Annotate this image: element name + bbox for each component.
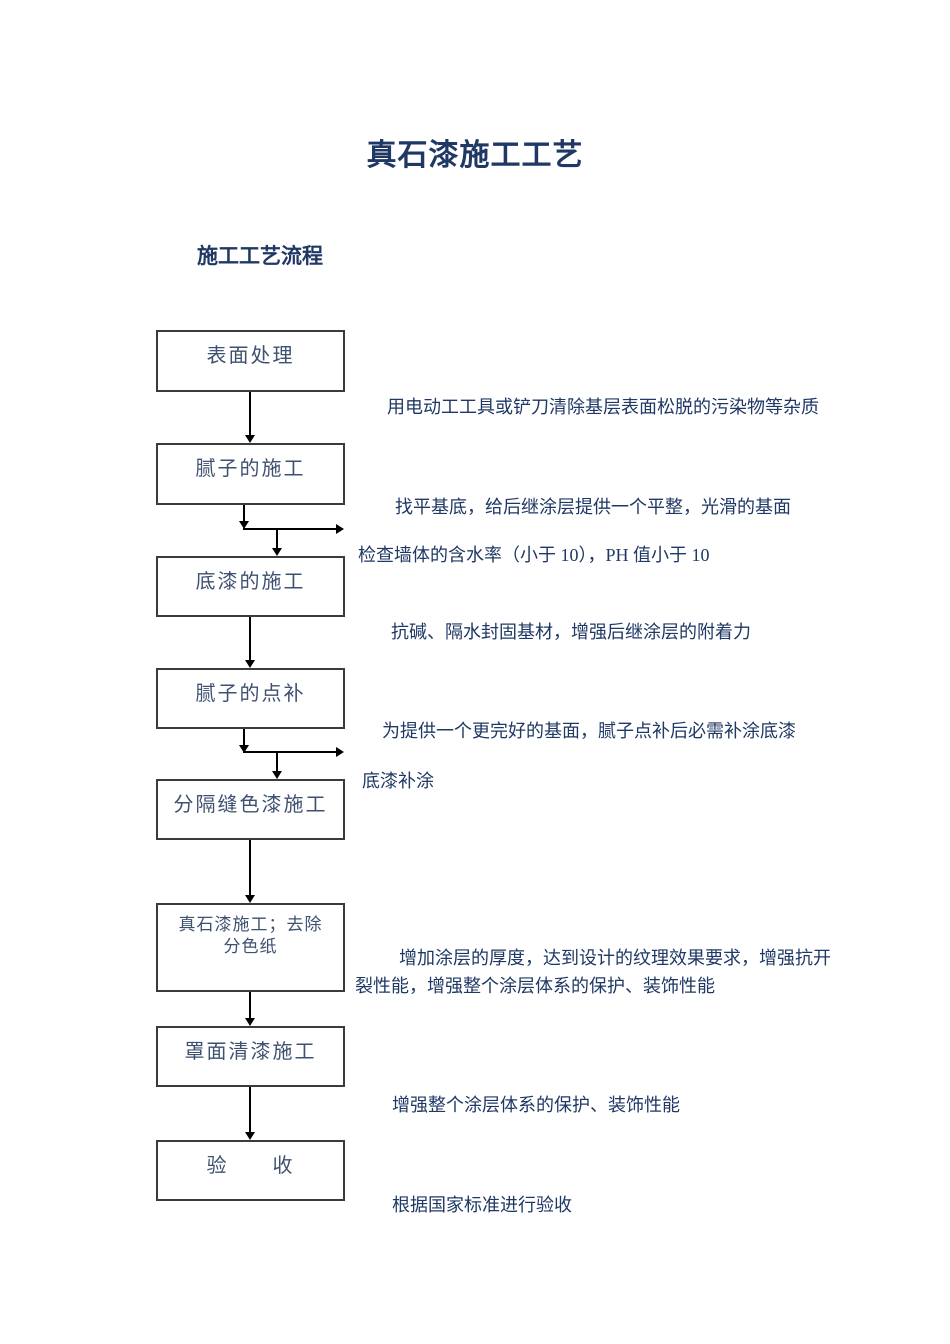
flow-box-label: 腻子的点补 bbox=[195, 683, 306, 705]
annotation-stone-paint: 增加涂层的厚度，达到设计的纹理效果要求，增强抗开裂性能，增强整个涂层体系的保护、… bbox=[355, 948, 831, 996]
arrow-line bbox=[243, 505, 245, 521]
flow-box-label: 验 收 bbox=[206, 1155, 295, 1177]
arrow-line bbox=[243, 528, 336, 530]
arrow-line bbox=[249, 992, 251, 1018]
annotation-putty-touch-up: 为提供一个更完好的基面，腻子点补后必需补涂底漆 bbox=[382, 721, 796, 741]
flow-box-label: 真石漆施工；去除分色纸 bbox=[178, 915, 323, 957]
annotation-moisture-check: 检查墙体的含水率（小于 10），PH 值小于 10 bbox=[358, 545, 710, 565]
flow-box-joint-color-paint: 分隔缝色漆施工 bbox=[156, 779, 345, 840]
annotation-primer-recoat: 底漆补涂 bbox=[362, 771, 434, 791]
arrow-down-icon bbox=[239, 745, 249, 753]
flow-box-clear-topcoat: 罩面清漆施工 bbox=[156, 1026, 345, 1087]
annotation-surface-treatment: 用电动工工具或铲刀清除基层表面松脱的污染物等杂质 bbox=[387, 397, 819, 417]
flow-box-stone-paint-application: 真石漆施工；去除分色纸 bbox=[156, 903, 345, 992]
flow-box-primer-application: 底漆的施工 bbox=[156, 556, 345, 617]
arrow-line bbox=[243, 729, 245, 745]
flow-box-putty-application: 腻子的施工 bbox=[156, 443, 345, 505]
flow-box-putty-touch-up: 腻子的点补 bbox=[156, 668, 345, 729]
arrow-down-icon bbox=[245, 660, 255, 668]
flow-box-label: 腻子的施工 bbox=[195, 458, 306, 480]
arrow-down-icon bbox=[272, 771, 282, 779]
arrow-down-icon bbox=[272, 548, 282, 556]
flow-box-label: 表面处理 bbox=[206, 345, 295, 367]
arrow-down-icon bbox=[245, 435, 255, 443]
arrow-line bbox=[249, 840, 251, 895]
arrow-line bbox=[249, 617, 251, 660]
flow-box-label: 罩面清漆施工 bbox=[184, 1041, 317, 1063]
flow-box-label: 底漆的施工 bbox=[195, 571, 306, 593]
arrow-line bbox=[276, 752, 278, 771]
arrow-right-icon bbox=[336, 747, 344, 757]
annotation-acceptance: 根据国家标准进行验收 bbox=[392, 1195, 572, 1215]
arrow-down-icon bbox=[245, 1018, 255, 1026]
arrow-line bbox=[276, 529, 278, 548]
page-title: 真石漆施工工艺 bbox=[366, 139, 584, 172]
arrow-down-icon bbox=[245, 895, 255, 903]
flow-box-acceptance: 验 收 bbox=[156, 1140, 345, 1201]
annotation-putty-application: 找平基底，给后继涂层提供一个平整，光滑的基面 bbox=[395, 497, 791, 517]
arrow-line bbox=[249, 1087, 251, 1132]
annotation-clear-topcoat: 增强整个涂层体系的保护、装饰性能 bbox=[392, 1095, 680, 1115]
flow-box-surface-treatment: 表面处理 bbox=[156, 330, 345, 392]
flow-box-label: 分隔缝色漆施工 bbox=[173, 794, 328, 816]
arrow-down-icon bbox=[239, 521, 249, 529]
annotation-primer-application: 抗碱、隔水封固基材，增强后继涂层的附着力 bbox=[391, 622, 751, 642]
arrow-down-icon bbox=[245, 1132, 255, 1140]
section-heading: 施工工艺流程 bbox=[197, 244, 323, 268]
arrow-line bbox=[249, 392, 251, 435]
arrow-line bbox=[243, 751, 336, 753]
arrow-right-icon bbox=[336, 524, 344, 534]
